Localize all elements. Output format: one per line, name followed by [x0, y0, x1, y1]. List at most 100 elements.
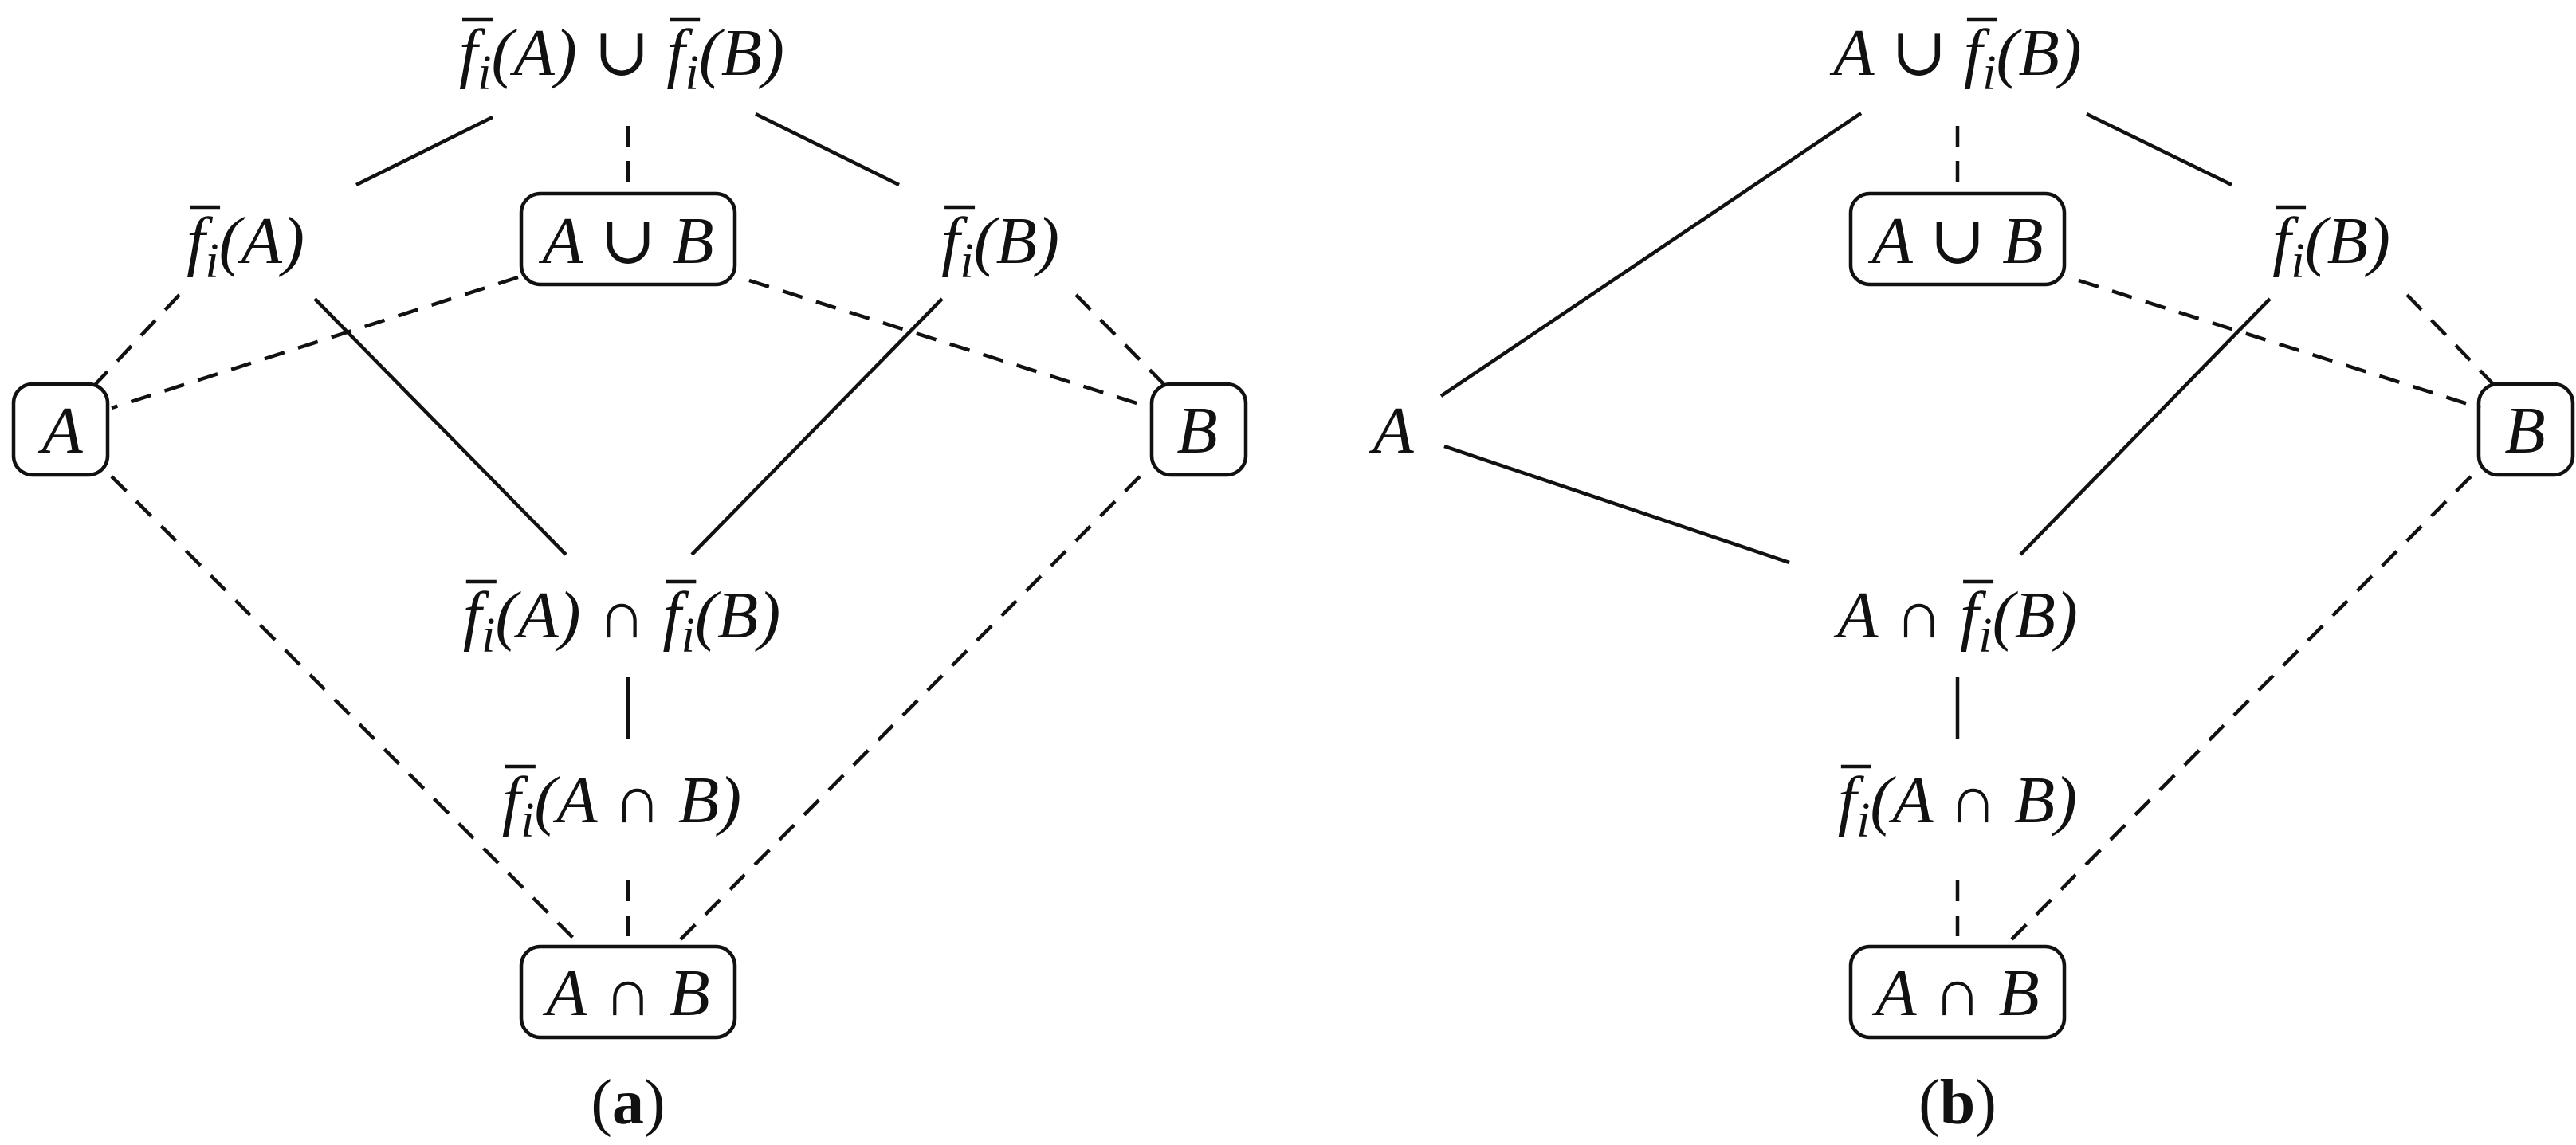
box-b-AuB	[1848, 191, 2067, 287]
node-b-B: B	[2476, 382, 2575, 477]
subscript-i: i	[205, 234, 218, 288]
svg-text:fi(A ∩ B): fi(A ∩ B)	[502, 763, 741, 848]
edge-a-A-AnB	[110, 475, 583, 948]
label-text: A	[1829, 16, 1875, 90]
panel-b: A ∪ fi(B) A ∪ B fi(B) A B A ∩ fi(B) fi(A…	[1368, 16, 2575, 1138]
label-text: B)	[662, 763, 741, 837]
edge-b-fB-B	[2405, 293, 2495, 386]
svg-text:fi(B): fi(B)	[2272, 204, 2390, 288]
svg-text:fi(A) ∩ fi(B): fi(A) ∩ fi(B)	[463, 578, 780, 663]
node-a-AnB: A ∩ B	[519, 944, 737, 1040]
edge-b-AuB-B	[2078, 278, 2481, 410]
edge-a-top-fB	[755, 112, 900, 187]
label-text: B	[1998, 956, 2039, 1030]
edge-a-fA-mid	[313, 297, 567, 556]
svg-text:B: B	[1176, 394, 1217, 468]
label-text: B)	[1997, 763, 2077, 837]
node-b-top: A ∪ fi(B)	[1829, 16, 2082, 100]
edge-b-B-AnB	[2003, 475, 2472, 948]
edge-b-top-fB	[2086, 112, 2232, 187]
edge-b-fB-mid	[2019, 297, 2272, 556]
box-a-A	[11, 382, 110, 477]
label-text: (A)	[219, 204, 304, 278]
node-b-AnB: A ∩ B	[1848, 944, 2067, 1040]
subscript-i: i	[681, 609, 695, 663]
label-text: (B)	[974, 204, 1059, 278]
subscript-i: i	[1982, 46, 1996, 100]
label-text: (B)	[1993, 578, 2078, 653]
label-text: (A)	[492, 16, 577, 90]
svg-text:fi(A ∩ B): fi(A ∩ B)	[1838, 763, 2077, 848]
node-a-mid: fi(A) ∩ fi(B)	[463, 578, 780, 663]
panel-a: fi(A) ∪ fi(B) fi(A) A ∪ B fi(B) A B fi(A…	[11, 16, 1248, 1138]
set-operator: ∪	[1875, 16, 1964, 90]
node-b-A: A	[1368, 394, 1414, 468]
subscript-i: i	[520, 794, 534, 848]
edge-b-top-A	[1439, 112, 1863, 398]
set-operator: ∩	[581, 578, 663, 653]
label-text: A	[1833, 578, 1879, 653]
node-a-A: A	[11, 382, 110, 477]
edge-a-AuB-A	[111, 275, 519, 410]
svg-text:fi(A): fi(A)	[187, 204, 304, 288]
label-text: B	[673, 204, 713, 278]
svg-text:A ∩ fi(B): A ∩ fi(B)	[1833, 578, 2078, 663]
edge-a-top-fA	[355, 115, 494, 187]
set-operator: ∩	[1917, 956, 1999, 1030]
set-operator: ∪	[577, 16, 666, 90]
label-text: B	[669, 956, 709, 1030]
label-text: (B)	[695, 578, 780, 653]
edge-a-AuB-B	[748, 278, 1153, 410]
set-operator: ∩	[1878, 578, 1960, 653]
set-operator: ∩	[587, 956, 670, 1030]
edge-a-fB-mid	[690, 297, 944, 556]
edge-a-B-AnB	[672, 475, 1141, 948]
edge-a-fA-A	[94, 293, 181, 386]
node-a-fB: fi(B)	[941, 204, 1059, 288]
subscript-i: i	[960, 234, 973, 288]
box-b-B	[2476, 382, 2575, 477]
box-a-B	[1149, 382, 1248, 477]
label-text: (A	[1870, 763, 1949, 837]
node-a-top: fi(A) ∪ fi(B)	[459, 16, 784, 100]
svg-text:A ∪ B: A ∪ B	[1867, 204, 2043, 278]
label-text: A	[542, 956, 587, 1030]
label-text: B	[1176, 394, 1217, 468]
subscript-i: i	[477, 46, 491, 100]
subscript-i: i	[1978, 609, 1992, 663]
svg-text:A ∪ B: A ∪ B	[538, 204, 713, 278]
set-operator: ∪	[583, 204, 673, 278]
label-text: A	[37, 394, 83, 468]
subscript-i: i	[481, 609, 495, 663]
svg-text:A ∪ fi(B): A ∪ fi(B)	[1829, 16, 2082, 100]
edge-a-fB-B	[1074, 293, 1165, 386]
node-b-AuB: A ∪ B	[1848, 191, 2067, 287]
node-a-AuB: A ∪ B	[519, 191, 737, 287]
label-text: B	[2504, 394, 2545, 468]
svg-text:B: B	[2504, 394, 2545, 468]
node-b-mid: A ∩ fi(B)	[1833, 578, 2078, 663]
node-a-B: B	[1149, 382, 1248, 477]
caption-a: (a)	[591, 1068, 665, 1138]
label-text: A	[1871, 956, 1917, 1030]
svg-text:A: A	[37, 394, 83, 468]
set-operator: ∩	[613, 763, 662, 837]
node-a-fAnB: fi(A ∩ B)	[502, 763, 741, 848]
label-text: (B)	[1997, 16, 2082, 90]
svg-text:A: A	[1368, 394, 1414, 468]
set-operator: ∪	[1913, 204, 2002, 278]
label-text: (B)	[2305, 204, 2390, 278]
caption-b: (b)	[1918, 1068, 1997, 1138]
node-a-fA: fi(A)	[187, 204, 304, 288]
subscript-i: i	[685, 46, 699, 100]
edge-b-A-mid	[1443, 444, 1790, 565]
label-text: (A)	[495, 578, 580, 653]
node-b-fB: fi(B)	[2272, 204, 2390, 288]
set-operator: ∩	[1949, 763, 1997, 837]
svg-text:A ∩ B: A ∩ B	[1871, 956, 2039, 1030]
label-text: B	[2002, 204, 2043, 278]
label-text: A	[538, 204, 583, 278]
label-text: (B)	[699, 16, 784, 90]
svg-text:fi(B): fi(B)	[941, 204, 1059, 288]
